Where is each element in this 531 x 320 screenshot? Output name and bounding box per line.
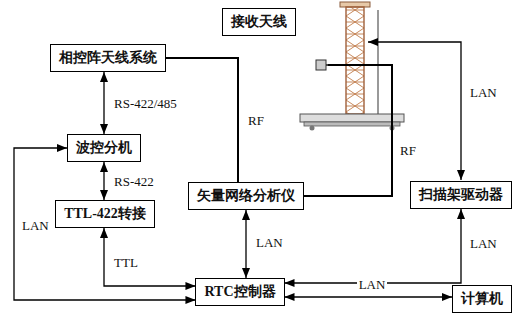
connector: [104, 228, 195, 286]
connector: [166, 58, 238, 182]
process-box: 计算机: [452, 285, 512, 313]
signal-label: RF: [246, 113, 266, 128]
connector: [285, 209, 461, 283]
tower-cap: [340, 2, 370, 7]
box-label: 扫描架驱动器: [419, 186, 503, 204]
process-box: 相控阵天线系统: [50, 44, 166, 72]
signal-label: RS-422: [112, 174, 156, 189]
signal-label: RS-422/485: [112, 96, 179, 111]
box-label: 相控阵天线系统: [59, 49, 157, 67]
base-rail: [304, 122, 400, 126]
connector: [285, 296, 452, 297]
scanner-base: [300, 114, 404, 122]
probe-horn: [316, 60, 326, 70]
signal-label: LAN: [254, 235, 285, 250]
connector: [14, 148, 195, 300]
base-wheel: [310, 126, 315, 131]
signal-label: LAN: [357, 277, 388, 292]
connector: [103, 72, 104, 134]
box-label: 接收天线: [231, 13, 287, 31]
lattice-tower: [346, 7, 364, 114]
process-box: 扫描架驱动器: [410, 181, 512, 209]
process-box: 接收天线: [222, 8, 296, 36]
process-box: 波控分机: [67, 134, 141, 162]
process-box: 矢量网络分析仪: [188, 182, 304, 210]
rf-cable: [290, 65, 392, 196]
box-label: 波控分机: [76, 139, 132, 157]
box-label: TTL-422转接: [64, 205, 146, 223]
signal-label: LAN: [20, 218, 51, 233]
box-label: 矢量网络分析仪: [197, 187, 295, 205]
process-box: RTC控制器: [195, 278, 284, 306]
box-label: RTC控制器: [204, 283, 275, 301]
lan-cable: [368, 42, 461, 180]
signal-label: LAN: [468, 236, 499, 251]
connector: [103, 162, 104, 200]
signal-label: TTL: [112, 255, 140, 270]
process-box: TTL-422转接: [55, 200, 155, 228]
box-label: 计算机: [461, 290, 503, 308]
guide-rail: [377, 10, 379, 114]
signal-label: RF: [398, 143, 418, 158]
signal-label: LAN: [468, 85, 499, 100]
connector: [245, 210, 246, 278]
